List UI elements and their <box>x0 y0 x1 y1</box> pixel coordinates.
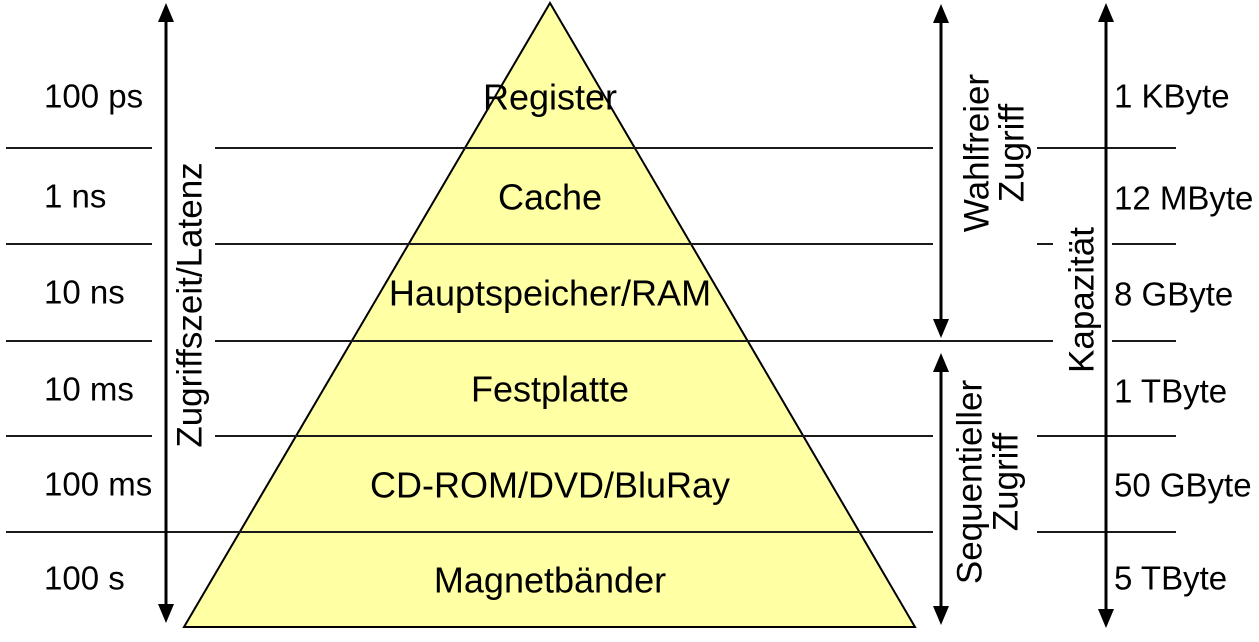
latency-arrow-down-head <box>158 604 174 623</box>
random-access-arrow-down-head <box>933 319 949 338</box>
pyramid-shape <box>182 1 917 628</box>
layer-label-disk: Festplatte <box>471 369 629 410</box>
latency-arrow-up-head <box>158 3 174 22</box>
layer-label-ram: Hauptspeicher/RAM <box>389 273 711 314</box>
capacity-arrow-up-head <box>1098 3 1114 22</box>
sequential-access-arrow-up-head <box>933 353 949 372</box>
capacity-arrow-down-head <box>1098 609 1114 628</box>
random-access-arrow-up-head <box>933 4 949 23</box>
latency-tick-cache: 1 ns <box>44 178 106 215</box>
layer-label-tape: Magnetbänder <box>434 560 666 601</box>
sequential-access-arrow-down-head <box>933 606 949 625</box>
random-access-arrow <box>933 4 949 338</box>
layer-label-register: Register <box>483 77 617 118</box>
sequential-access-arrow <box>933 353 949 625</box>
random-access-label-line1: Wahlfreier <box>958 74 997 233</box>
sequential-access-label-line1: Sequentieller <box>951 380 990 585</box>
capacity-tick-disk: 1 TByte <box>1114 373 1227 410</box>
capacity-tick-ram: 8 GByte <box>1114 276 1233 313</box>
sequential-access-label-line2: Zugriff <box>987 432 1026 531</box>
capacity-tick-optical: 50 GByte <box>1114 467 1252 504</box>
capacity-tick-tape: 5 TByte <box>1114 560 1227 597</box>
latency-tick-ram: 10 ns <box>44 274 125 311</box>
latency-tick-tape: 100 s <box>44 560 125 597</box>
latency-tick-register: 100 ps <box>44 78 143 115</box>
latency-tick-disk: 10 ms <box>44 371 134 408</box>
capacity-tick-cache: 12 MByte <box>1114 180 1253 217</box>
layer-label-optical: CD-ROM/DVD/BluRay <box>370 465 730 506</box>
random-access-label-line2: Zugriff <box>993 103 1032 202</box>
capacity-arrow <box>1098 3 1114 628</box>
latency-axis-label: Zugriffszeit/Latenz <box>171 162 210 447</box>
capacity-tick-register: 1 KByte <box>1114 78 1230 115</box>
capacity-axis-label: Kapazität <box>1063 227 1102 373</box>
layer-label-cache: Cache <box>498 177 602 218</box>
latency-arrow <box>158 3 174 623</box>
latency-tick-optical: 100 ms <box>44 466 152 503</box>
